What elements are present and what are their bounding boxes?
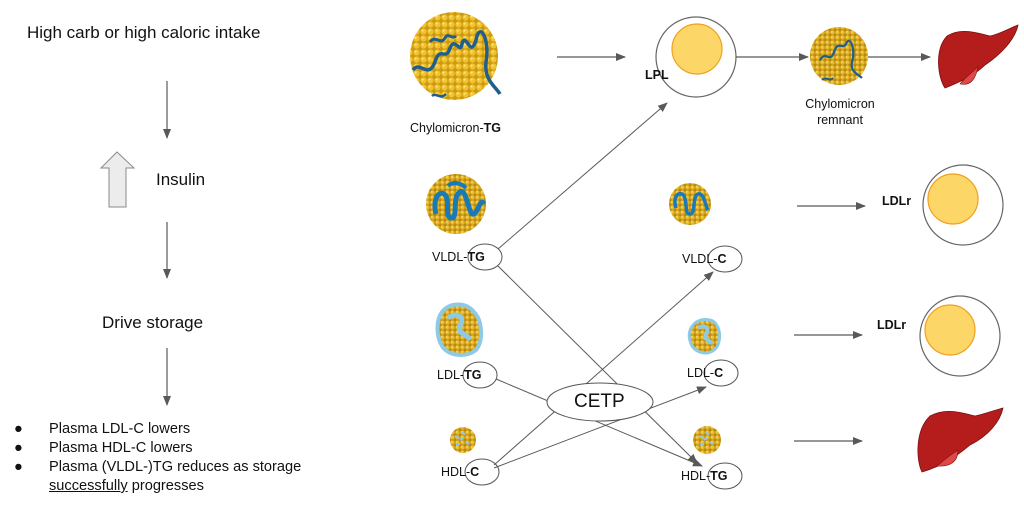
arrow-vldl-tg-to-hdl-tg bbox=[497, 265, 698, 464]
arrow-vldl-tg-to-lpl bbox=[497, 102, 668, 250]
ldlr-cell-2 bbox=[919, 295, 1001, 377]
arrow-ldl-tg-to-hdl-tg bbox=[495, 378, 703, 467]
vldl-c-label-ellipse bbox=[707, 245, 743, 273]
lpl-cell bbox=[655, 16, 737, 98]
chylomicron-tg-label: Chylomicron-TG bbox=[410, 121, 501, 135]
drive-storage-label: Drive storage bbox=[102, 313, 204, 332]
insulin-label: Insulin bbox=[156, 170, 206, 189]
ldl-tg-particle bbox=[435, 302, 483, 357]
outcome-underlined-text: successfully bbox=[49, 478, 128, 494]
hdl-c-particle bbox=[450, 427, 476, 453]
ldl-c-particle bbox=[687, 318, 722, 355]
ldl-c-label: LDL-C bbox=[687, 366, 724, 380]
liver-icon bbox=[938, 24, 1019, 89]
arrow-hdl-c-to-vldl-c bbox=[493, 271, 714, 466]
outcomes-list: ● Plasma LDL-C lowers ● Plasma HDL-C lower… bbox=[14, 420, 301, 496]
bullet-icon: ● bbox=[14, 421, 23, 437]
outcome-item: ● Plasma LDL-C lowers bbox=[14, 420, 301, 439]
ldlr-cell-1 bbox=[922, 164, 1004, 246]
up-arrow-icon bbox=[99, 151, 136, 208]
transfer-arrows bbox=[493, 102, 714, 469]
vldl-c-label: VLDL-C bbox=[682, 252, 727, 266]
vldl-tg-label-ellipse bbox=[467, 243, 503, 271]
ldl-tg-label-ellipse bbox=[462, 361, 498, 389]
outcome-text: Plasma HDL-C lowers bbox=[49, 440, 193, 456]
chylomicron-tg-particle bbox=[410, 12, 502, 100]
ldlr-label-1: LDLr bbox=[882, 194, 912, 208]
arrow-hdl-c-to-ldl-c bbox=[493, 386, 707, 469]
intake-label: High carb or high caloric intake bbox=[27, 23, 261, 42]
hdl-tg-particle bbox=[693, 426, 721, 454]
vldl-tg-particle bbox=[426, 174, 487, 234]
hdl-tg-label: HDL-TG bbox=[681, 469, 728, 483]
hdl-c-label-ellipse bbox=[464, 458, 500, 486]
cetp-ellipse bbox=[546, 382, 654, 422]
outcome-item: ● Plasma (VLDL-)TG reduces as storage succ… bbox=[14, 458, 301, 496]
outcome-text: Plasma (VLDL-)TG reduces as storage bbox=[49, 459, 302, 475]
ldlr-label-2: LDLr bbox=[877, 318, 907, 332]
cetp-label: CETP bbox=[574, 391, 625, 412]
outcome-text-rest: progresses bbox=[127, 478, 204, 494]
outcome-text: Plasma LDL-C lowers bbox=[49, 421, 191, 437]
chylomicron-remnant-particle bbox=[810, 27, 868, 85]
ldl-c-label-ellipse bbox=[703, 359, 739, 387]
lpl-label: LPL bbox=[645, 68, 669, 82]
bullet-icon: ● bbox=[14, 459, 23, 475]
hdl-c-label: HDL-C bbox=[441, 465, 480, 479]
outcome-item: ● Plasma HDL-C lowers bbox=[14, 439, 301, 458]
vldl-tg-label: VLDL-TG bbox=[432, 250, 485, 264]
ldl-tg-label: LDL-TG bbox=[437, 368, 482, 382]
vldl-c-particle bbox=[669, 183, 711, 225]
bullet-icon: ● bbox=[14, 440, 23, 456]
liver-icon-2 bbox=[917, 407, 1004, 473]
hdl-tg-label-ellipse bbox=[707, 462, 743, 490]
